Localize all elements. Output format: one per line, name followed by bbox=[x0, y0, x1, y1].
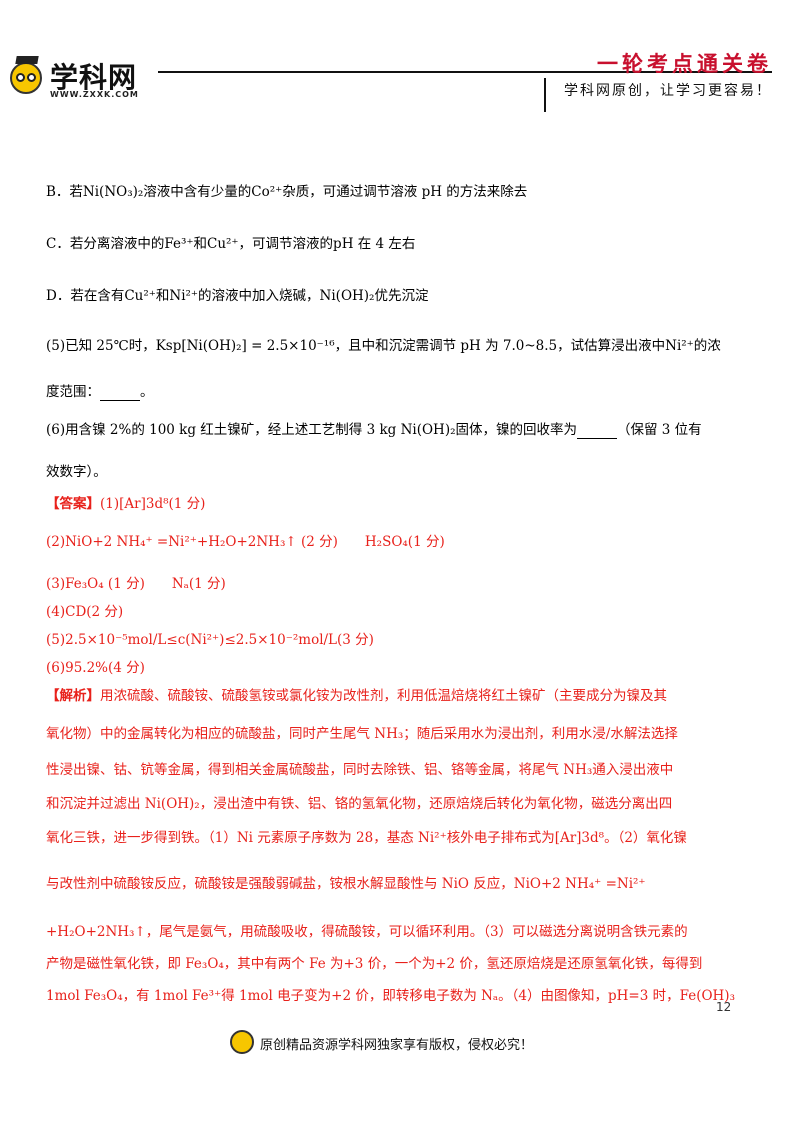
mascot-icon bbox=[230, 1030, 254, 1054]
analysis-line-7: +H₂O+2NH₃↑，尾气是氨气，用硫酸吸收，得硫酸铵，可以循环利用。（3）可以… bbox=[46, 924, 688, 940]
question-6-line1: (6)用含镍 2%的 100 kg 红土镍矿，经上述工艺制得 3 kg Ni(O… bbox=[46, 422, 702, 439]
answer-4: (4)CD(2 分) bbox=[46, 604, 124, 620]
copyright-notice: 原创精品资源学科网独家享有版权，侵权必究！ bbox=[260, 1038, 534, 1053]
option-b: B．若Ni(NO₃)₂溶液中含有少量的Co²⁺杂质，可通过调节溶液 pH 的方法… bbox=[46, 184, 528, 200]
analysis-line-6: 与改性剂中硫酸铵反应，硫酸铵是强酸弱碱盐，铵根水解显酸性与 NiO 反应，NiO… bbox=[46, 876, 646, 892]
logo-name: 学科网 bbox=[50, 61, 138, 94]
answer-blank bbox=[100, 384, 140, 401]
mascot-icon bbox=[10, 56, 42, 94]
option-d: D．若在含有Cu²⁺和Ni²⁺的溶液中加入烧碱，Ni(OH)₂优先沉淀 bbox=[46, 288, 429, 304]
header-slogan: 学科网原创，让学习更容易！ bbox=[564, 83, 772, 99]
header-rule bbox=[158, 71, 772, 73]
analysis-line-9: 1mol Fe₃O₄，有 1mol Fe³⁺得 1mol 电子变为+2 价，即转… bbox=[46, 988, 735, 1004]
question-5-line2: 度范围： 。 bbox=[46, 384, 154, 401]
question-5-line1: (5)已知 25℃时，Ksp[Ni(OH)₂] = 2.5×10⁻¹⁶，且中和沉… bbox=[46, 338, 721, 354]
answer-5: (5)2.5×10⁻⁵mol/L≤c(Ni²⁺)≤2.5×10⁻²mol/L(3… bbox=[46, 632, 374, 648]
answer-2: (2)NiO+2 NH₄⁺ =Ni²⁺+H₂O+2NH₃↑ (2 分) H₂SO… bbox=[46, 534, 445, 550]
answer-label: 【答案】 bbox=[46, 496, 100, 512]
answer-blank bbox=[577, 422, 617, 439]
page-number: 12 bbox=[716, 1000, 732, 1014]
analysis-line-2: 氧化物）中的金属转化为相应的硫酸盐，同时产生尾气 NH₃；随后采用水为浸出剂，利… bbox=[46, 726, 678, 742]
analysis-label: 【解析】 bbox=[46, 688, 100, 704]
analysis-line-3: 性浸出镍、钴、钪等金属，得到相关金属硫酸盐，同时去除铁、铝、铬等金属，将尾气 N… bbox=[46, 762, 674, 778]
option-c: C．若分离溶液中的Fe³⁺和Cu²⁺，可调节溶液的pH 在 4 左右 bbox=[46, 236, 416, 252]
analysis-line-4: 和沉淀并过滤出 Ni(OH)₂，浸出渣中有铁、铝、铬的氢氧化物，还原焙烧后转化为… bbox=[46, 796, 673, 812]
question-6-line2: 效数字）。 bbox=[46, 464, 107, 480]
analysis-line-1: 【解析】用浓硫酸、硫酸铵、硫酸氢铵或氯化铵为改性剂，利用低温焙烧将红土镍矿（主要… bbox=[46, 688, 667, 704]
logo-url: WWW.ZXXK.COM bbox=[50, 90, 139, 99]
answer-3: (3)Fe₃O₄ (1 分) Nₐ(1 分) bbox=[46, 576, 226, 592]
answer-6: (6)95.2%(4 分) bbox=[46, 660, 145, 676]
series-title: 一轮考点通关卷 bbox=[597, 51, 772, 76]
site-logo: 学科网 WWW.ZXXK.COM bbox=[10, 52, 160, 102]
analysis-line-8: 产物是磁性氧化铁，即 Fe₃O₄，其中有两个 Fe 为+3 价，一个为+2 价，… bbox=[46, 956, 703, 972]
analysis-line-5: 氧化三铁，进一步得到铁。（1）Ni 元素原子序数为 28，基态 Ni²⁺核外电子… bbox=[46, 830, 687, 846]
header-divider bbox=[544, 78, 546, 112]
footer: 原创精品资源学科网独家享有版权，侵权必究！ bbox=[230, 1030, 590, 1060]
answer-1: 【答案】(1)[Ar]3d⁸(1 分) bbox=[46, 496, 206, 512]
